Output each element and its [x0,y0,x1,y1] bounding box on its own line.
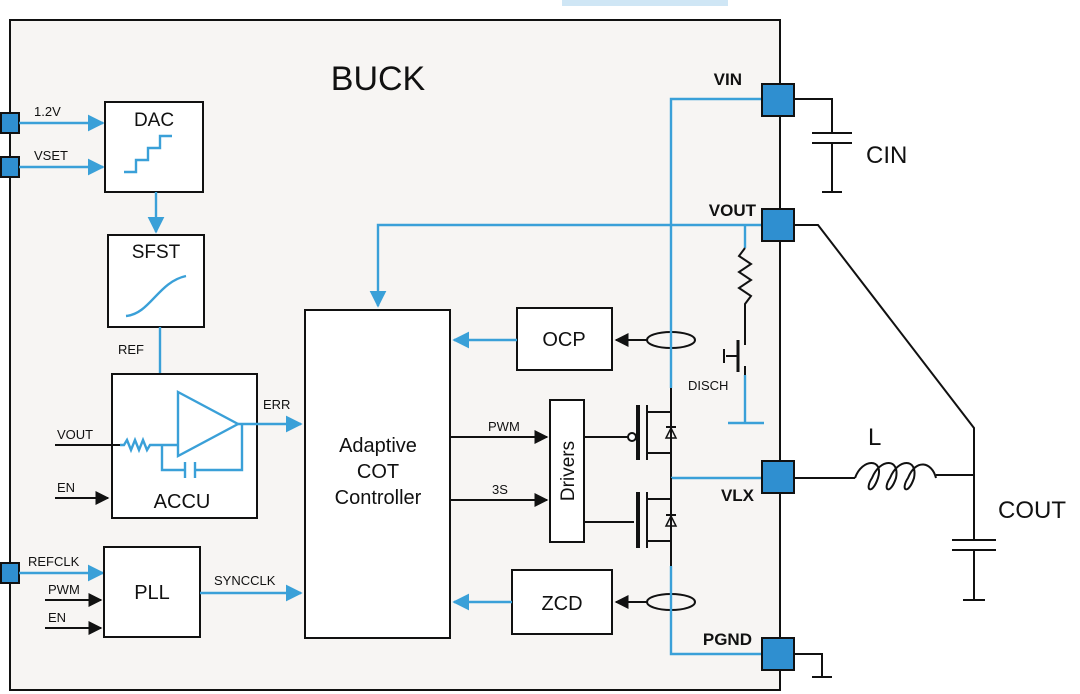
label-en2: EN [48,610,66,625]
pin-vin-label: VIN [714,70,742,89]
wire-pgnd-rail [669,566,762,656]
label-refclk: REFCLK [28,554,80,569]
inductor-l-icon [854,462,937,491]
pin-vin [761,83,795,117]
sfst-block [107,234,205,328]
drivers-block [549,399,585,543]
cout-label: COUT [998,497,1066,524]
wire-pgnd-ext [794,653,823,677]
pin-vout-label: VOUT [709,201,757,220]
dac-label: DAC [134,110,174,131]
wire-vout-ext [794,224,975,478]
header-partial-highlight [562,0,728,6]
pll-label: PLL [134,582,170,604]
wire-cin [794,98,833,133]
pin-refclk [0,562,20,584]
accu-label: ACCU [154,491,211,513]
cin-label: CIN [866,142,907,169]
disch-resistor-icon [737,247,753,335]
dac-staircase-icon [124,134,172,174]
sfst-label: SFST [132,242,181,263]
wire-vout-feedback [369,223,762,308]
ocp-label: OCP [542,329,585,351]
label-en1: EN [57,480,75,495]
error-amplifier-icon [176,390,241,458]
softstart-curve-icon [125,274,187,318]
pll-block [103,546,201,638]
drivers-label: Drivers [558,441,579,501]
disch-mosfet-icon [723,335,746,375]
label-1v2: 1.2V [34,104,61,119]
controller-block [304,309,451,639]
label-disch: DISCH [688,378,728,393]
controller-label-2: COT [357,461,399,483]
low-side-mosfet-icon [584,492,678,566]
ocp-block [516,307,613,371]
label-pwm-in: PWM [48,582,80,597]
label-3s-drv: 3S [492,482,508,497]
pin-vset [0,156,20,178]
pin-vout [761,208,795,242]
label-vout-in: VOUT [57,427,93,442]
label-err: ERR [263,397,290,412]
controller-label-1: Adaptive [339,435,417,457]
controller-label-3: Controller [335,487,422,509]
pin-vlx [761,460,795,494]
pin-pgnd [761,637,795,671]
l-label: L [868,424,881,451]
high-side-mosfet-icon [584,405,678,478]
chip-title: BUCK [331,60,426,98]
resistor-icon [120,436,178,454]
label-ref: REF [118,342,144,357]
wire-vin-rail [669,97,762,388]
label-vset: VSET [34,148,68,163]
pin-1v2 [0,112,20,134]
label-pwm-drv: PWM [488,419,520,434]
zcd-label: ZCD [541,593,582,615]
pin-vlx-label: VLX [721,486,755,505]
label-syncclk: SYNCCLK [214,573,276,588]
accu-feedback [160,424,244,472]
pin-pgnd-label: PGND [703,630,752,649]
